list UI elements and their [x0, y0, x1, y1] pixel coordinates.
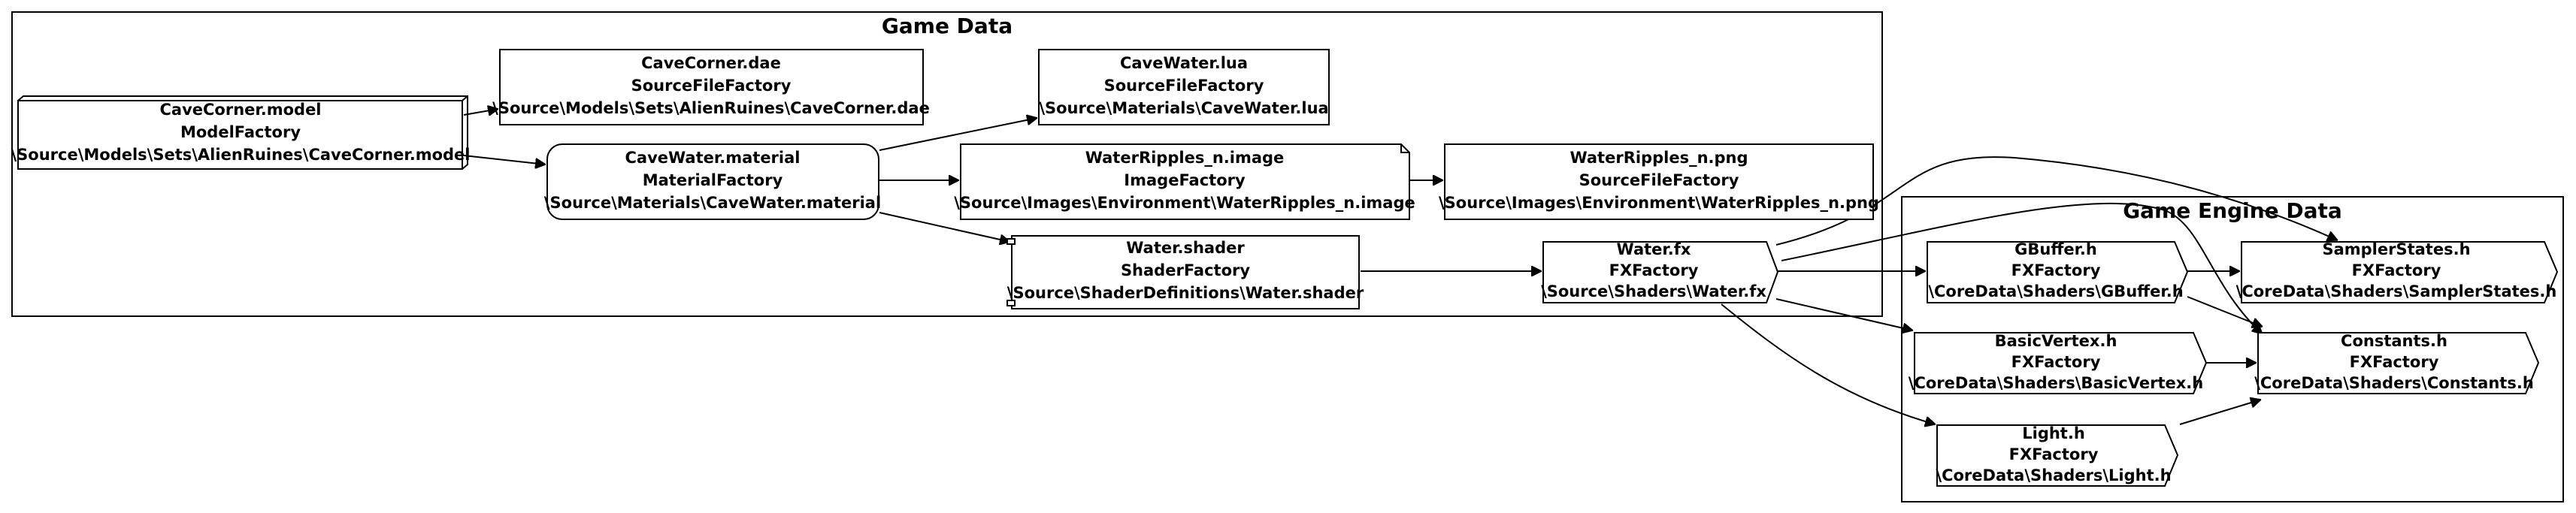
node-title: WaterRipples_n.image — [1085, 149, 1285, 167]
node-path: \Source\ShaderDefinitions\Water.shader — [1007, 284, 1364, 302]
node-gbuffer-h[interactable]: GBuffer.h FXFactory \CoreData\Shaders\GB… — [1927, 240, 2189, 303]
edge-fx-to-light — [1721, 303, 1936, 424]
node-water-fx[interactable]: Water.fx FXFactory \Source\Shaders\Water… — [1541, 240, 1779, 303]
node-path: \Source\Images\Environment\WaterRipples_… — [954, 194, 1415, 212]
cluster-game-data: Game Data — [11, 11, 1883, 317]
node-title: SamplerStates.h — [2322, 240, 2470, 258]
node-path: \CoreData\Shaders\Constants.h — [2254, 374, 2534, 392]
node-factory: FXFactory — [2011, 261, 2101, 279]
node-factory: MaterialFactory — [643, 171, 783, 189]
node-title: WaterRipples_n.png — [1570, 149, 1748, 167]
node-title: Water.shader — [1126, 239, 1245, 257]
node-waterripples-image[interactable]: WaterRipples_n.image ImageFactory \Sourc… — [954, 143, 1415, 220]
node-path: \Source\Models\Sets\AlienRuines\CaveCorn… — [11, 146, 471, 164]
node-factory: FXFactory — [2352, 261, 2441, 279]
node-constants-h[interactable]: Constants.h FXFactory \CoreData\Shaders\… — [2254, 332, 2540, 394]
node-light-h[interactable]: Light.h FXFactory \CoreData\Shaders\Ligh… — [1936, 424, 2179, 487]
node-title: Constants.h — [2341, 332, 2447, 350]
node-path: \Source\Images\Environment\WaterRipples_… — [1439, 194, 1879, 212]
edge-fx-to-basicvertex — [1775, 298, 1913, 330]
node-factory: SourceFileFactory — [631, 77, 792, 95]
node-cavecorner-model[interactable]: CaveCorner.model ModelFactory \Source\Mo… — [11, 95, 471, 170]
cluster-title-game-engine-data: Game Engine Data — [2123, 198, 2342, 223]
node-factory: SourceFileFactory — [1104, 77, 1264, 95]
node-title: CaveWater.lua — [1120, 54, 1248, 72]
node-path: \Source\Models\Sets\AlienRuines\CaveCorn… — [492, 99, 930, 117]
node-title: CaveCorner.model — [159, 101, 321, 119]
node-factory: FXFactory — [1609, 261, 1699, 279]
cluster-title-game-data: Game Data — [882, 14, 1013, 38]
node-factory: FXFactory — [2009, 445, 2099, 463]
node-factory: ModelFactory — [180, 123, 301, 141]
node-cavewater-lua[interactable]: CaveWater.lua SourceFileFactory \Source\… — [1038, 49, 1330, 125]
edge-cavecorner-model-to-material — [463, 155, 546, 164]
edge-cavecorner-model-to-dae — [463, 109, 498, 115]
node-path: \CoreData\Shaders\Light.h — [1936, 466, 2171, 484]
node-cavecorner-dae[interactable]: CaveCorner.dae SourceFileFactory \Source… — [492, 49, 930, 125]
node-path: \Source\Materials\CaveWater.lua — [1039, 99, 1328, 117]
edge-material-to-shader — [879, 212, 1010, 242]
node-title: CaveWater.material — [625, 149, 801, 167]
node-factory: SourceFileFactory — [1579, 171, 1739, 189]
node-path: \CoreData\Shaders\SamplerStates.h — [2236, 282, 2557, 300]
node-title: CaveCorner.dae — [641, 54, 781, 72]
edge-fx-to-constants — [1781, 202, 2263, 334]
node-path: \CoreData\Shaders\GBuffer.h — [1928, 282, 2183, 300]
node-water-shader[interactable]: Water.shader ShaderFactory \Source\Shade… — [1006, 235, 1364, 309]
node-basicvertex-h[interactable]: BasicVertex.h FXFactory \CoreData\Shader… — [1909, 332, 2208, 394]
cluster-game-engine-data: Game Engine Data — [1901, 196, 2564, 502]
node-factory: ShaderFactory — [1121, 261, 1250, 279]
node-factory: FXFactory — [2011, 353, 2101, 371]
node-path: \Source\Shaders\Water.fx — [1541, 282, 1766, 300]
node-title: Light.h — [2022, 424, 2085, 442]
node-path: \CoreData\Shaders\BasicVertex.h — [1909, 374, 2203, 392]
node-path: \Source\Materials\CaveWater.material — [544, 194, 881, 212]
node-cavewater-material[interactable]: CaveWater.material MaterialFactory \Sour… — [544, 143, 881, 220]
node-title: BasicVertex.h — [1995, 332, 2117, 350]
edge-gbuffer-to-constants — [2187, 296, 2263, 327]
node-factory: ImageFactory — [1124, 171, 1246, 189]
edge-light-to-constants — [2179, 400, 2261, 425]
node-waterripples-png[interactable]: WaterRipples_n.png SourceFileFactory \So… — [1439, 143, 1879, 220]
node-factory: FXFactory — [2350, 353, 2439, 371]
edge-material-to-lua — [879, 118, 1037, 151]
node-title: GBuffer.h — [2014, 240, 2097, 258]
node-samplerstates-h[interactable]: SamplerStates.h FXFactory \CoreData\Shad… — [2236, 240, 2559, 303]
node-title: Water.fx — [1617, 240, 1691, 258]
edges — [463, 109, 2338, 425]
